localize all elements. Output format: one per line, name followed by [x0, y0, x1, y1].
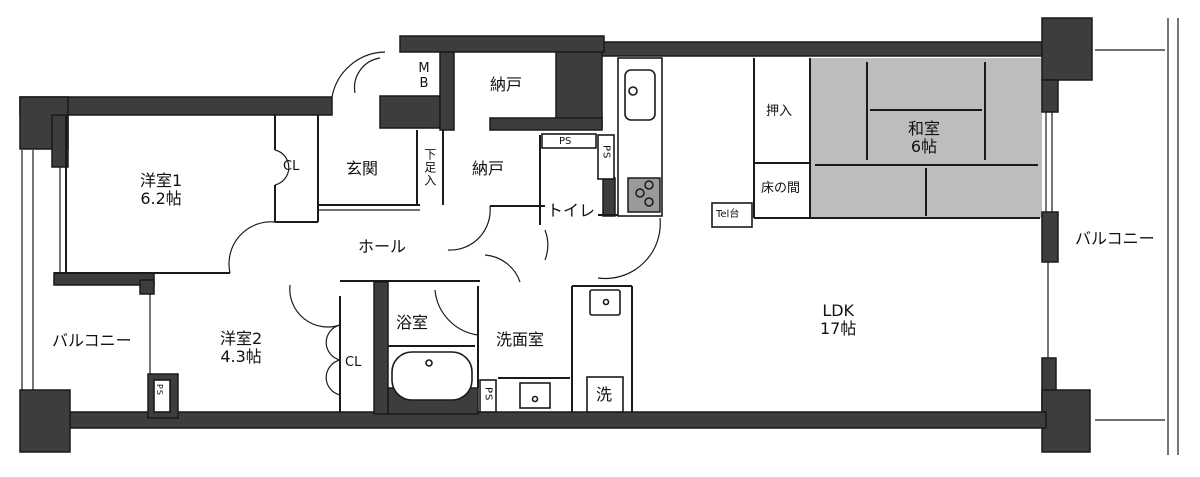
room-washroom: 洗面室: [496, 330, 545, 349]
walls: [19, 17, 1093, 453]
tokonoma-label: 床の間: [761, 181, 801, 196]
interior-lines: [21, 18, 1179, 455]
room-ldk: LDK 17帖: [820, 301, 857, 339]
room-size: 6帖: [910, 137, 938, 157]
room-name: 和室: [908, 119, 941, 138]
room-name: 洋室2: [220, 329, 263, 348]
room-name: LDK: [822, 301, 855, 320]
tel-stand-label: Tel台: [716, 209, 740, 220]
room-western-2: 洋室2 4.3帖: [220, 329, 263, 367]
room-size: 4.3帖: [220, 347, 262, 367]
room-size: 6.2帖: [140, 189, 182, 209]
closet-1-label: CL: [283, 159, 300, 174]
shoe-cabinet-label: 下足入: [422, 148, 437, 187]
doors: [228, 51, 661, 396]
room-japanese: 和室 6帖: [908, 119, 941, 157]
room-storage-lower: 納戸: [472, 159, 505, 178]
meter-box-label: M B: [418, 61, 430, 91]
room-toilet: トイレ: [547, 201, 596, 220]
room-storage-upper: 納戸: [490, 75, 523, 94]
tatami-area: [810, 58, 1042, 218]
washer-label: 洗: [596, 385, 613, 404]
room-hall: ホール: [358, 237, 407, 256]
ps-label-toilet-side: PS: [600, 145, 612, 160]
room-entrance: 玄関: [346, 159, 379, 178]
room-name: 洋室1: [140, 171, 183, 190]
balcony-left-label: バルコニー: [52, 331, 132, 350]
oshiire-label: 押入: [766, 104, 793, 119]
room-western-1: 洋室1 6.2帖: [140, 171, 183, 209]
ps-label-toilet-top: PS: [559, 136, 572, 147]
ps-label-room2: PS: [155, 384, 165, 396]
balcony-right-label: バルコニー: [1075, 229, 1155, 248]
room-bathroom: 浴室: [396, 313, 429, 332]
room-size: 17帖: [820, 319, 857, 339]
closet-2-label: CL: [345, 355, 362, 370]
ps-label-washroom: PS: [482, 387, 494, 402]
